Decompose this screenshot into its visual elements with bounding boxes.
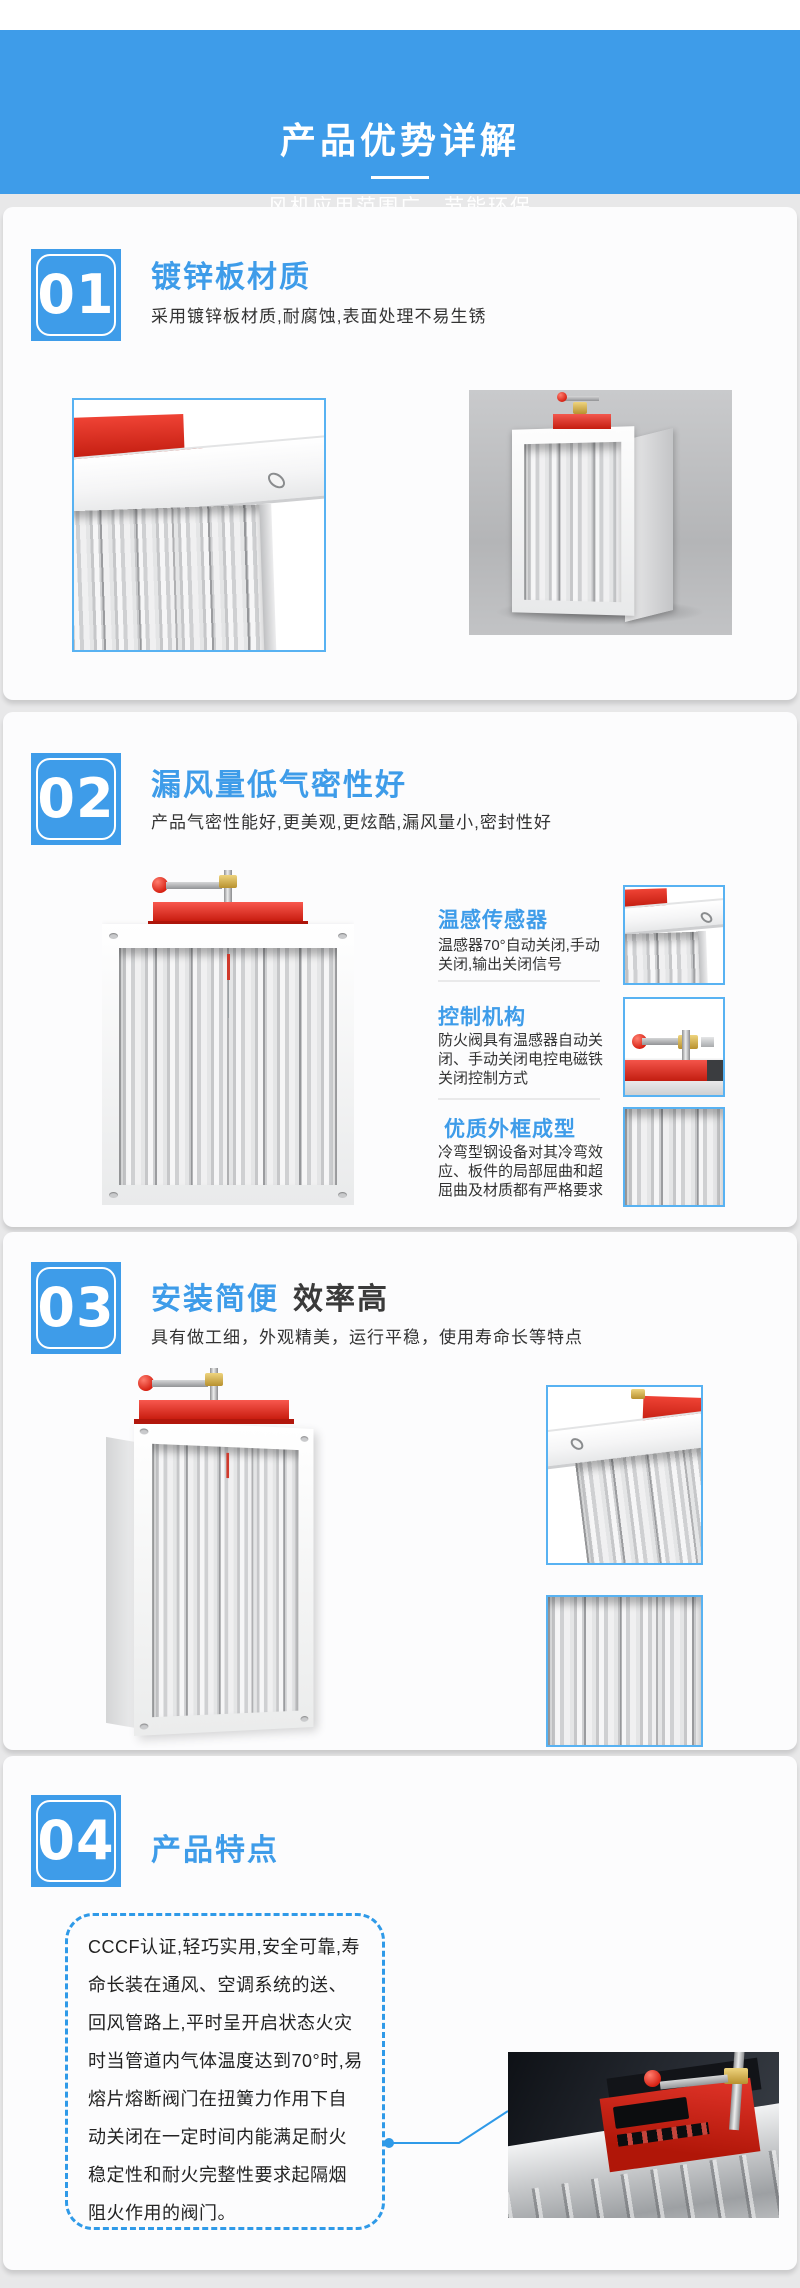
feature-divider xyxy=(438,1098,600,1100)
red-actuator xyxy=(625,1060,723,1081)
product-photo-3d xyxy=(469,390,732,635)
actuator-dark-end xyxy=(707,1060,723,1081)
frame-right-edge xyxy=(697,930,709,983)
section-number: 03 xyxy=(37,1276,115,1339)
handle-rod xyxy=(565,396,599,401)
section-number: 04 xyxy=(37,1809,115,1872)
handle-rod xyxy=(152,1380,208,1387)
screw-hole-icon xyxy=(139,1428,149,1435)
screw-hole-icon xyxy=(300,1435,309,1442)
rod-end-cap xyxy=(701,1037,715,1047)
control-panel-display xyxy=(612,2096,690,2129)
section-title: 镀锌板材质 xyxy=(151,261,311,294)
handle-knob xyxy=(138,1375,154,1391)
thumb-handle-closeup xyxy=(623,997,725,1097)
section-card-03: 03 安装简便效率高 具有做工细，外观精美，运行平稳，使用寿命长等特点 xyxy=(3,1232,797,1750)
damper-slats xyxy=(524,441,622,603)
manual-handle xyxy=(134,1368,294,1424)
damper-slats xyxy=(152,1443,299,1718)
dark-product-photo xyxy=(508,2052,779,2218)
detail-image-corner xyxy=(72,398,326,652)
brass-nut xyxy=(205,1373,223,1386)
handle-knob xyxy=(644,2070,661,2087)
screw-hole-icon xyxy=(109,933,118,939)
section-number-badge: 01 xyxy=(31,249,121,341)
damper-slats xyxy=(74,504,267,650)
badge-inner-border xyxy=(36,758,116,840)
section-title: 安装简便效率高 xyxy=(151,1274,389,1318)
top-white-strip xyxy=(0,0,800,30)
feature-body: 温感器70°自动关闭,手动关闭,输出关闭信号 xyxy=(438,937,600,973)
section-card-04: 04 产品特点 CCCF认证,轻巧实用,安全可靠,寿命长装在通风、空调系统的送、… xyxy=(3,1756,797,2270)
handle-knob xyxy=(152,877,168,893)
section-number: 01 xyxy=(37,263,115,326)
damper-slats xyxy=(119,948,337,1185)
section-number: 02 xyxy=(37,767,115,830)
section-card-01: 01 镀锌板材质 采用镀锌板材质,耐腐蚀,表面处理不易生锈 细节展示 xyxy=(3,207,797,743)
section-desc: 具有做工细，外观精美，运行平稳，使用寿命长等特点 xyxy=(151,1328,583,1347)
feature-body: 冷弯型钢设备对其冷弯效应、板件的局部屈曲和超屈曲及材质都有严格要求 xyxy=(438,1144,604,1199)
screw-hole-icon xyxy=(109,1192,118,1198)
feature-body: 防火阀具有温感器自动关闭、手动关闭电控电磁铁关闭控制方式 xyxy=(438,1032,604,1087)
section-card-02: 02 漏风量低气密性好 产品气密性能好,更美观,更炫酷,漏风量小,密封性好 xyxy=(3,712,797,1227)
damper-front-face xyxy=(512,426,635,616)
handle-rod xyxy=(641,1038,679,1045)
screw-hole-icon xyxy=(300,1715,309,1722)
damper-slats xyxy=(625,931,702,983)
section-desc: 采用镀锌板材质,耐腐蚀,表面处理不易生锈 xyxy=(151,307,487,326)
screw-hole-icon xyxy=(338,1192,347,1198)
feature-text-box: CCCF认证,轻巧实用,安全可靠,寿命长装在通风、空调系统的送、回风管路上,平时… xyxy=(65,1913,385,2230)
frame-top-face xyxy=(625,1081,723,1095)
brass-valve xyxy=(724,2068,748,2084)
brass-valve xyxy=(631,1389,645,1399)
fusible-link xyxy=(226,1452,230,1479)
red-actuator xyxy=(553,414,611,429)
section-title-dark: 效率高 xyxy=(293,1283,389,1316)
section-title-blue: 安装简便 xyxy=(151,1283,279,1316)
feature-title: 优质外框成型 xyxy=(444,1118,576,1141)
brass-nut xyxy=(219,875,237,888)
screw-hole-icon xyxy=(139,1723,149,1730)
red-actuator xyxy=(139,1400,289,1419)
badge-inner-border xyxy=(36,1267,116,1349)
red-actuator-lip xyxy=(148,921,308,926)
thumb-corner-detail xyxy=(623,885,725,985)
thumb-grille-closeup xyxy=(623,1107,725,1207)
section-number-badge: 04 xyxy=(31,1795,121,1887)
banner-title: 产品优势详解 xyxy=(279,120,520,161)
banner-divider xyxy=(371,176,429,179)
section-title: 产品特点 xyxy=(151,1834,279,1867)
section-number-badge: 03 xyxy=(31,1262,121,1354)
red-actuator-lip xyxy=(134,1419,294,1424)
section-desc: 产品气密性能好,更美观,更炫酷,漏风量小,密封性好 xyxy=(151,813,552,832)
section-number-badge: 02 xyxy=(31,753,121,845)
handle-rod xyxy=(166,882,222,889)
feature-paragraph: CCCF认证,轻巧实用,安全可靠,寿命长装在通风、空调系统的送、回风管路上,平时… xyxy=(88,1937,363,2223)
section-title: 漏风量低气密性好 xyxy=(151,769,407,802)
product-photo-angled xyxy=(100,1368,355,1748)
feature-title: 控制机构 xyxy=(438,1006,526,1029)
red-actuator xyxy=(153,902,303,921)
connector-line xyxy=(384,2110,509,2148)
handle-shaft xyxy=(681,1030,690,1062)
thumb-grille-closeup xyxy=(546,1595,703,1747)
feature-title: 温感传感器 xyxy=(438,909,548,932)
feature-divider xyxy=(438,980,600,982)
handle-knob xyxy=(631,1034,647,1049)
badge-inner-border xyxy=(36,254,116,336)
damper-slats xyxy=(575,1447,701,1563)
damper-frame xyxy=(102,924,354,1205)
fusible-link xyxy=(227,954,230,980)
manual-handle xyxy=(148,870,308,926)
product-photo-front xyxy=(102,870,354,1205)
screw-hole-icon xyxy=(338,933,347,939)
handle-knob xyxy=(557,392,567,402)
damper-frame xyxy=(134,1420,314,1736)
brass-valve xyxy=(573,402,587,414)
thumb-corner-detail xyxy=(546,1385,703,1565)
fusible-wire xyxy=(228,980,229,1018)
page-banner: 产品优势详解 风机应用范围广，节能环保 xyxy=(0,30,800,218)
badge-inner-border xyxy=(36,1800,116,1882)
